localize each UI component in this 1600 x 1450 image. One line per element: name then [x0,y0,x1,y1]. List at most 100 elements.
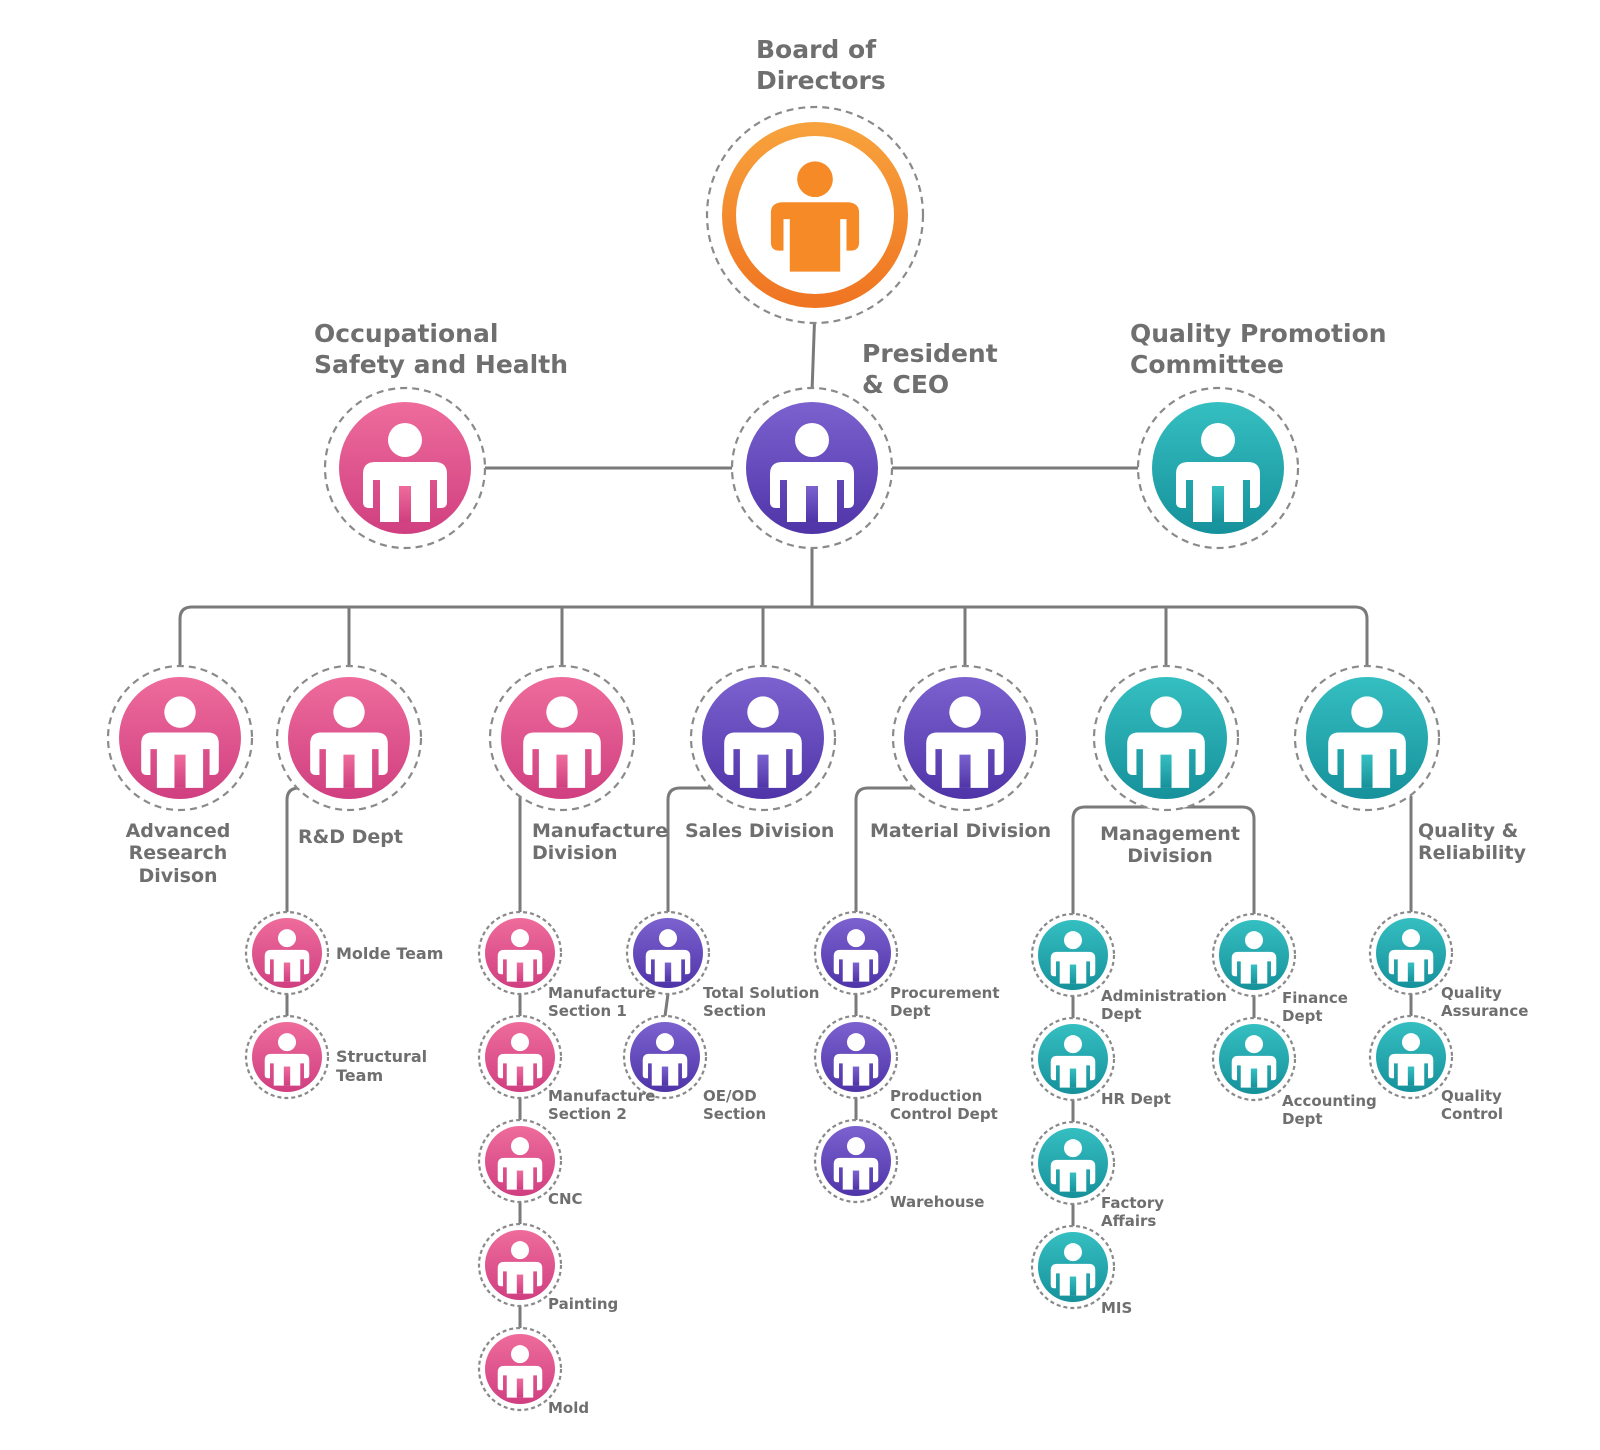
node-tss [625,910,711,996]
person-icon [926,696,1004,788]
label-material: Material Division [870,820,1052,842]
person-head [846,929,866,948]
node-ard [106,664,254,812]
person-icon [497,1033,543,1086]
person-icon [497,929,543,982]
person-icon [833,1137,879,1190]
node-mold [477,1326,563,1412]
edge-mfg-ms1 [518,786,533,914]
person-head [510,1033,530,1052]
node-pcd [813,1014,899,1100]
person-head [658,929,678,948]
person-head [1244,931,1264,950]
person-head [510,1241,530,1260]
node-mgmt [1092,664,1240,812]
person-leg-gap [661,1066,669,1086]
node-qpc [1136,386,1300,550]
label-rnd: R&D Dept [298,826,403,848]
node-qr [1293,664,1441,812]
edge-mgmt-admin [1071,797,1168,916]
person-head [1401,1033,1421,1052]
person-leg-gap [1069,1172,1077,1192]
person-icon [1388,929,1434,982]
person-icon [363,423,447,522]
person-icon [1328,696,1406,788]
node-oeod [622,1014,708,1100]
node-qc [1368,1014,1454,1100]
person-head [795,423,829,457]
person-icon [1050,1035,1096,1088]
person-icon [1231,1035,1277,1088]
person-icon [1050,931,1096,984]
label-ceo: President& CEO [862,339,998,400]
person-leg-gap [1160,754,1172,788]
node-finance [1211,912,1297,998]
edge-sales-tss [666,786,731,914]
node-ms2 [477,1014,563,1100]
edge-ceo-qr [810,605,1369,669]
person-head [546,696,578,728]
person-icon [1127,696,1205,788]
person-icon [833,1033,879,1086]
edge-tss-oeod [663,992,670,1018]
person-leg-gap [664,962,672,982]
person-head [797,161,833,198]
person-leg-gap [283,1066,291,1086]
person-leg-gap [516,1378,524,1398]
person-leg-gap [1407,1066,1415,1086]
person-icon [497,1241,543,1294]
node-cnc [477,1118,563,1204]
person-head [1244,1035,1264,1054]
person-leg-gap [343,754,355,788]
label-mold: Mold [548,1399,590,1417]
person-head [1063,1035,1083,1054]
person-head [655,1033,675,1052]
person-leg-gap [174,754,186,788]
person-leg-gap [1069,1068,1077,1088]
person-icon [264,929,310,982]
person-leg-gap [399,486,411,522]
person-head [1063,1139,1083,1158]
node-molde [244,910,330,996]
person-icon [264,1033,310,1086]
person-head [388,423,422,457]
node-warehouse [813,1118,899,1204]
person-icon [833,929,879,982]
node-painting [477,1222,563,1308]
node-hr [1030,1016,1116,1102]
label-mis: MIS [1101,1299,1133,1317]
person-icon [724,696,802,788]
person-icon [770,423,854,522]
node-circles [106,105,1454,1412]
person-icon [642,1033,688,1086]
person-leg-gap [959,754,971,788]
person-icon [1050,1139,1096,1192]
node-factory [1030,1120,1116,1206]
person-leg-gap [1069,964,1077,984]
person-leg-gap [806,486,818,522]
person-head [1401,929,1421,948]
person-leg-gap [556,754,568,788]
person-head [1063,931,1083,950]
edge-material-proc [854,786,933,914]
edge-mgmt-finance [1164,797,1256,916]
node-mis [1030,1224,1116,1310]
person-leg-gap [1250,1068,1258,1088]
node-ceo [730,386,894,550]
label-molde: Molde Team [336,944,444,963]
label-sales: Sales Division [685,820,835,842]
person-leg-gap [852,1066,860,1086]
node-ms1 [477,910,563,996]
person-leg-gap [1250,964,1258,984]
